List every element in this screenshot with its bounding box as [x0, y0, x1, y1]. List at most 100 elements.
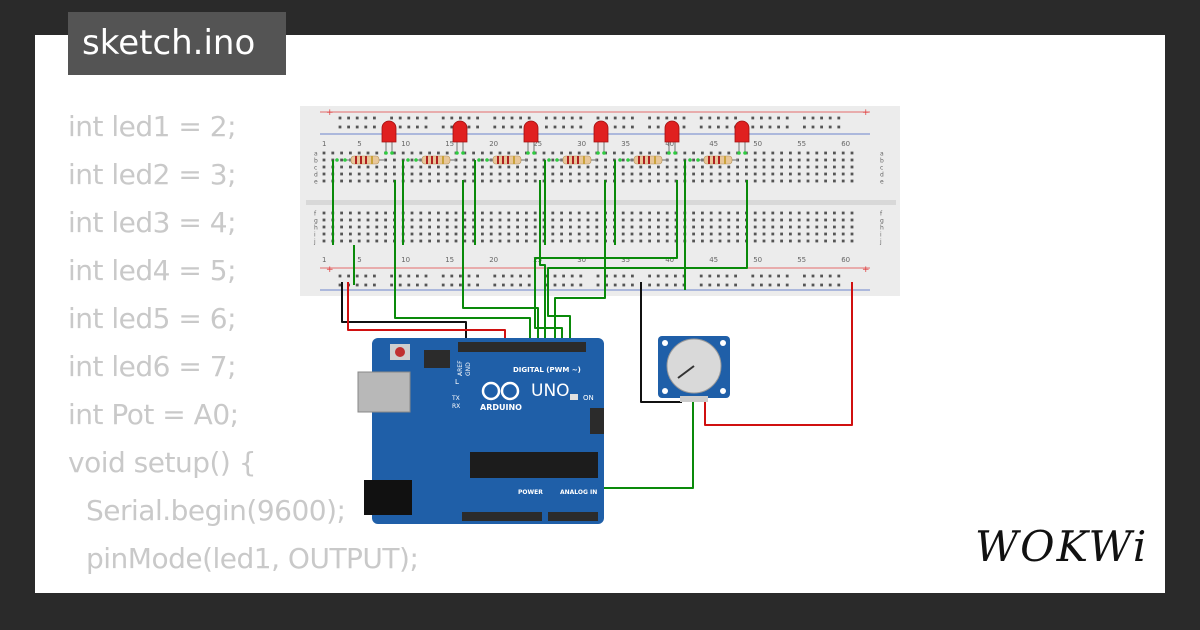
led[interactable]	[381, 120, 397, 143]
breadboard-hole	[692, 151, 695, 155]
rail-hole	[562, 274, 565, 278]
rail-hole	[570, 283, 574, 287]
rail-hole	[398, 283, 402, 287]
breadboard-hole	[692, 218, 695, 222]
breadboard-hole	[815, 239, 819, 243]
breadboard-hole	[797, 225, 801, 229]
breadboard-hole	[648, 225, 651, 229]
rail-hole	[613, 274, 617, 278]
breadboard-hole	[463, 211, 467, 215]
rail-hole	[579, 283, 583, 287]
breadboard-hole	[533, 165, 537, 169]
led[interactable]	[452, 120, 468, 143]
rail-hole	[613, 125, 617, 129]
breadboard-hole	[498, 218, 502, 222]
rail-hole	[656, 274, 660, 278]
breadboard-hole	[454, 232, 458, 236]
breadboard-hole	[419, 165, 423, 169]
breadboard-hole	[753, 232, 757, 236]
breadboard-hole	[753, 225, 757, 229]
breadboard-hole	[780, 158, 783, 162]
rail-hole	[785, 274, 789, 278]
breadboard-hole	[630, 172, 634, 176]
breadboard-hole	[349, 239, 352, 243]
breadboard-hole	[357, 151, 361, 155]
red-wire[interactable]	[704, 282, 853, 426]
rail-hole	[837, 125, 841, 129]
rail-hole	[467, 125, 471, 129]
sketch-title[interactable]: sketch.ino	[68, 12, 286, 75]
breadboard-hole	[498, 225, 502, 229]
row-letter: b	[880, 158, 884, 165]
breadboard-hole	[736, 211, 739, 215]
column-number: 40	[665, 140, 674, 148]
breadboard-hole	[771, 225, 775, 229]
led[interactable]	[523, 120, 539, 143]
arduino-uno-board[interactable]: AREF GND DIGITAL (PWM ~) L TX RX UNO ARD…	[357, 338, 604, 524]
rail-hole	[699, 283, 703, 287]
breadboard-hole	[525, 218, 528, 222]
breadboard-hole	[428, 218, 431, 222]
led[interactable]	[664, 120, 680, 143]
breadboard-hole	[797, 151, 801, 155]
potentiometer[interactable]	[658, 336, 730, 402]
breadboard-hole	[340, 179, 343, 183]
rail-hole	[364, 125, 368, 129]
row-letter: b	[314, 158, 318, 165]
breadboard-hole	[551, 225, 555, 229]
breadboard-hole	[569, 239, 572, 243]
breadboard-hole	[762, 239, 766, 243]
breadboard-hole	[481, 172, 484, 176]
green-wire[interactable]	[394, 180, 531, 340]
row-letter: d	[314, 172, 318, 179]
rail-hole	[562, 125, 565, 129]
breadboard-hole	[850, 172, 854, 176]
row-letter: h	[314, 225, 318, 232]
rail-hole	[373, 274, 376, 278]
breadboard-hole	[797, 211, 801, 215]
breadboard-hole	[463, 239, 467, 243]
breadboard-hole	[833, 239, 836, 243]
breadboard-hole	[780, 232, 783, 236]
rail-hole	[493, 283, 497, 287]
breadboard-hole	[525, 232, 528, 236]
breadboard-hole	[357, 232, 361, 236]
rail-hole	[811, 283, 815, 287]
breadboard-hole	[753, 211, 757, 215]
row-letter: i	[314, 232, 316, 239]
led-array	[335, 120, 750, 165]
green-wire[interactable]	[534, 180, 678, 340]
rail-hole	[553, 125, 557, 129]
rail-hole	[553, 274, 557, 278]
breadboard-hole	[692, 172, 695, 176]
green-wire[interactable]	[547, 180, 748, 340]
breadboard-hole	[850, 158, 854, 162]
green-wire[interactable]	[462, 180, 539, 340]
breadboard-hole	[692, 225, 695, 229]
black-wire[interactable]	[640, 282, 682, 403]
power-jack	[364, 480, 412, 515]
breadboard-hole	[665, 179, 669, 183]
green-wire[interactable]	[554, 180, 606, 340]
breadboard-hole	[472, 151, 475, 155]
green-wire[interactable]	[539, 180, 546, 340]
breadboard-hole	[718, 165, 722, 169]
rail-hole	[803, 283, 806, 287]
breadboard-hole	[709, 232, 713, 236]
reset-button-cap[interactable]	[395, 347, 405, 357]
breadboard-hole	[463, 179, 467, 183]
power-header	[462, 512, 542, 521]
rail-hole	[631, 116, 634, 120]
breadboard-hole	[472, 211, 475, 215]
breadboard-hole	[824, 211, 827, 215]
breadboard-hole	[560, 179, 563, 183]
power-led	[570, 394, 578, 400]
breadboard-hole	[727, 232, 731, 236]
rail-hole	[648, 125, 651, 129]
led[interactable]	[734, 120, 750, 143]
led[interactable]	[593, 120, 609, 143]
breadboard-hole	[797, 232, 801, 236]
rail-hole	[751, 274, 755, 278]
breadboard-hole	[639, 165, 643, 169]
breadboard-hole	[657, 172, 660, 176]
